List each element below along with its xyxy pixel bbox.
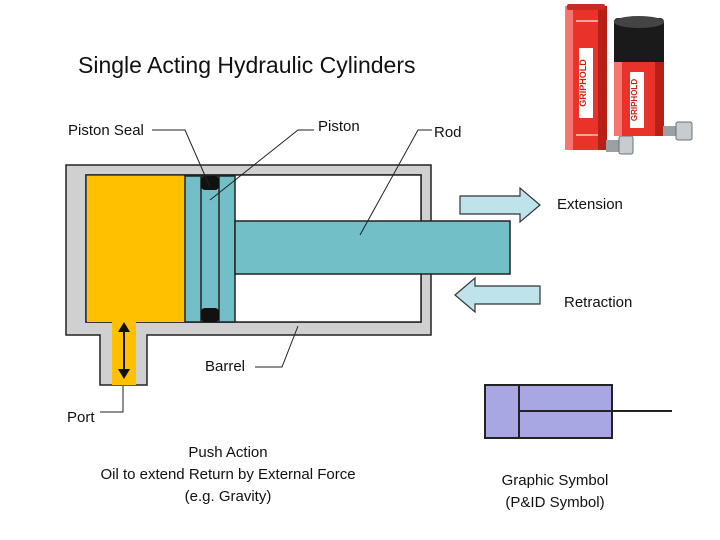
piston-seal-bottom [201, 308, 219, 322]
label-rod: Rod [434, 124, 462, 141]
label-port: Port [67, 409, 95, 426]
caption-graphic-symbol-line2: (P&ID Symbol) [505, 494, 605, 511]
label-piston: Piston [318, 118, 360, 135]
rod [234, 220, 511, 275]
port-arrow-down-head [118, 369, 130, 379]
label-barrel: Barrel [205, 358, 246, 375]
black-red-cylinder-photo: GRIPHOLD [614, 16, 693, 141]
caption-push-action-line1: Push Action [188, 444, 268, 461]
piston-seal-top [201, 176, 219, 190]
label-piston-seal: Piston Seal [68, 122, 144, 139]
retraction-arrow [454, 276, 541, 314]
caption-graphic-symbol: Graphic Symbol (P&ID Symbol) [480, 470, 630, 514]
port-arrow-up-head [118, 322, 130, 332]
caption-push-action: Push Action Oil to extend Return by Exte… [78, 442, 378, 508]
red-cylinder-brand: GRIPHOLD [578, 59, 588, 107]
piston-leader [209, 129, 314, 201]
caption-graphic-symbol-line1: Graphic Symbol [501, 472, 609, 489]
oil-chamber [87, 176, 185, 322]
barrel-leader [255, 325, 299, 368]
port-leader [100, 386, 124, 413]
extension-arrow [459, 186, 541, 224]
black-cylinder-brand: GRIPHOLD [630, 79, 639, 121]
rod-leader [359, 129, 432, 236]
piston-groove [200, 175, 220, 323]
label-retraction: Retraction [564, 294, 633, 311]
piston-seal-leader [152, 129, 211, 188]
diagram-title: Single Acting Hydraulic Cylinders [78, 52, 416, 78]
caption-push-action-line3: (e.g. Gravity) [184, 488, 272, 505]
label-extension: Extension [557, 196, 623, 213]
red-cylinder-photo: GRIPHOLD [565, 4, 634, 155]
caption-push-action-line2: Oil to extend Return by External Force [100, 466, 356, 483]
